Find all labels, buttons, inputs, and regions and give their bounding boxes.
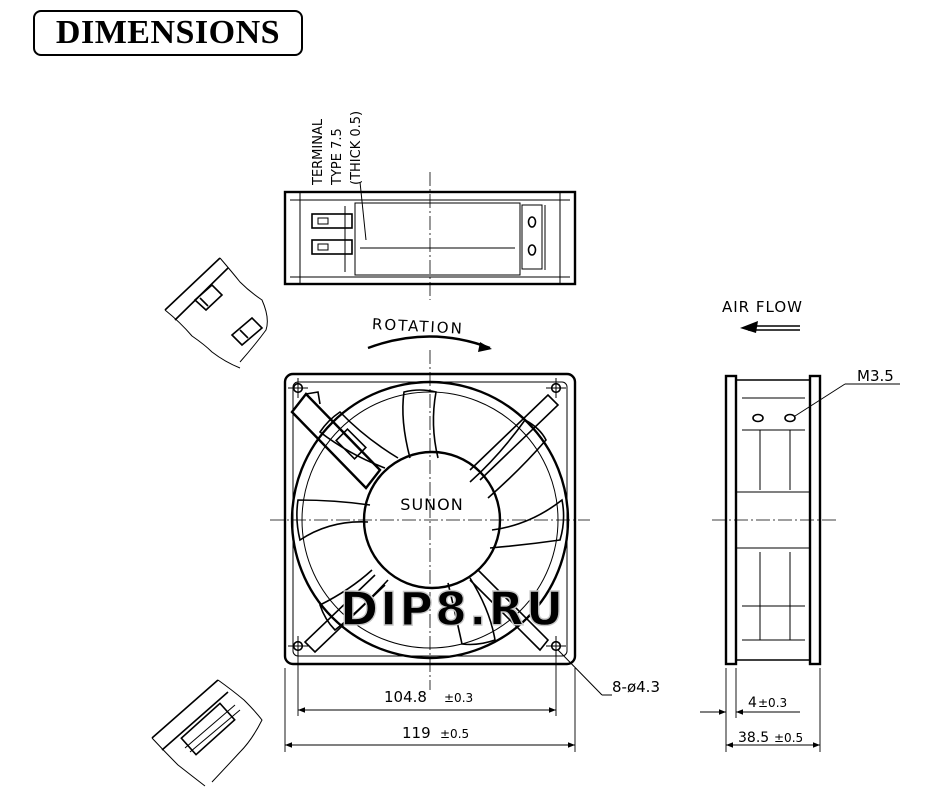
hole-spacing-value: 104.8 (384, 688, 427, 706)
holes-callout: 8-ø4.3 (612, 678, 660, 696)
terminal-thickness-label: (THICK 0.5) (349, 111, 364, 185)
top-view-screws (521, 204, 546, 270)
detail-side-fragment (151, 679, 263, 787)
detail-terminal-fragment (164, 257, 268, 369)
mounting-holes (288, 378, 566, 656)
side-screw-icon (752, 413, 764, 423)
hole-spacing-dimension: 104.8 ±0.3 (297, 652, 557, 716)
depth-tolerance: ±0.5 (774, 731, 803, 745)
terminal-label: TERMINAL (311, 118, 326, 186)
page-title: DIMENSIONS (33, 10, 303, 56)
front-view: SUNON 8-ø4.3 104.8 ±0.3 119 ±0.5 (270, 350, 660, 752)
brand-label: SUNON (400, 495, 463, 514)
frame-struts (303, 393, 560, 654)
frame-width-value: 119 (402, 724, 431, 742)
side-screw-icon (784, 413, 796, 423)
rotation-label: ROTATION (372, 315, 465, 338)
depth-dimension: 38.5 ±0.5 (726, 668, 821, 752)
fan-blades (296, 389, 565, 646)
air-flow-arrow (740, 321, 800, 333)
terminal-type-label: TYPE 7.5 (330, 128, 345, 186)
side-view: AIR FLOW M3.5 (700, 298, 900, 752)
terminal-boss (290, 391, 382, 490)
terminal-lugs (311, 206, 353, 272)
top-view: TERMINAL TYPE 7.5 (THICK 0.5) (283, 111, 577, 300)
watermark-text: DIP8.RU (340, 582, 565, 636)
depth-value: 38.5 (738, 730, 769, 746)
hole-spacing-tolerance: ±0.3 (444, 691, 473, 705)
frame-width-dimension: 119 ±0.5 (284, 668, 576, 752)
frame-width-tolerance: ±0.5 (440, 727, 469, 741)
flange-tolerance: ±0.3 (758, 696, 787, 710)
flange-value: 4 (748, 695, 757, 711)
flange-dimension: 4 ±0.3 (700, 668, 800, 752)
rotation-indicator: ROTATION (367, 315, 492, 352)
screw-label: M3.5 (857, 367, 894, 385)
air-flow-label: AIR FLOW (722, 298, 803, 316)
